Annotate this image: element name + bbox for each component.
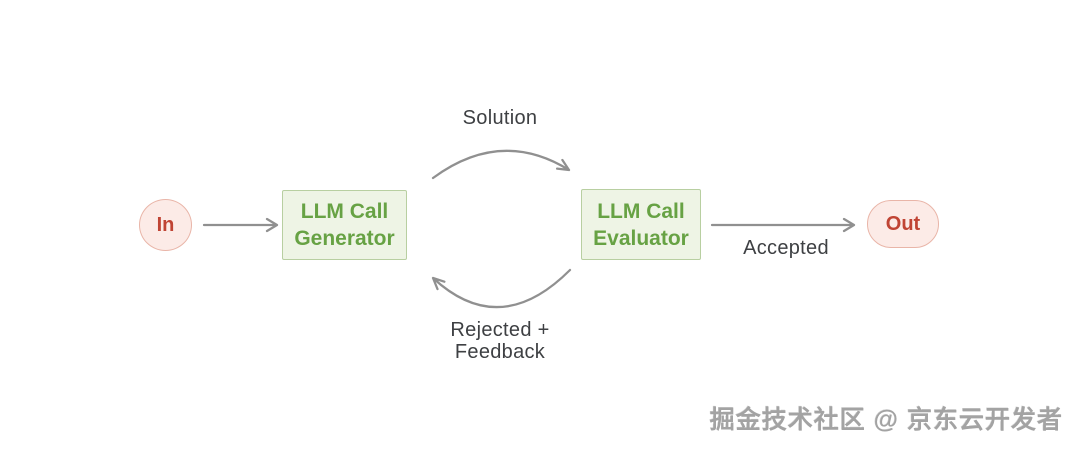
rejected-feedback-line1: Rejected + [450,319,550,341]
accepted-arrow [710,217,856,233]
llm-generator-label-line2: Generator [294,227,395,250]
solution-edge-label: Solution [462,107,538,129]
llm-evaluator-label-line1: LLM Call [597,199,685,223]
llm-evaluator-label-line2: Evaluator [593,226,689,250]
input-node-label: In [156,213,175,236]
llm-evaluator-node: LLM Call Evaluator [581,189,701,260]
input-node: In [139,199,192,251]
llm-evaluator-label: LLM Call Evaluator [593,198,689,252]
solution-arc-arrow [431,149,571,180]
llm-generator-label: LLM Call Generator [294,198,394,252]
rejected-feedback-line2: Feedback [454,341,546,363]
watermark-text: 掘金技术社区 @ 京东云开发者 [709,406,1063,434]
input-arrow [202,217,279,233]
output-node-label: Out [885,212,921,235]
llm-generator-label-line1: LLM Call [300,200,389,223]
output-node: Out [867,200,939,248]
rejected-arc-arrow [431,268,572,309]
rejected-feedback-edge-label: Rejected + Feedback [415,319,585,363]
llm-generator-node: LLM Call Generator [282,190,407,260]
accepted-edge-label: Accepted [743,237,829,259]
